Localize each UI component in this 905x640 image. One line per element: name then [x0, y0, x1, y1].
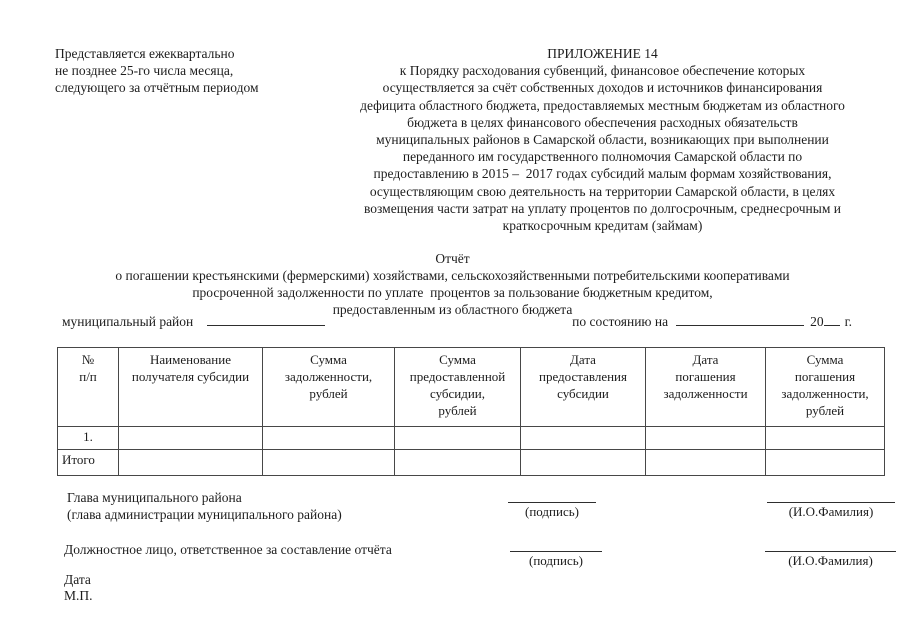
table-header-row: № п/п Наименование получателя субсидии С… — [57, 347, 885, 427]
signature-line-official: (подпись) — [510, 551, 602, 568]
date-label: Дата — [64, 572, 91, 587]
district-fill-line — [207, 314, 326, 326]
table-cell — [520, 426, 646, 450]
table-cell — [645, 426, 766, 450]
table-cell — [520, 449, 646, 476]
appendix-header: ПРИЛОЖЕНИЕ 14 к Порядку расходования суб… — [305, 45, 900, 234]
totals-label-cell: Итого — [57, 449, 119, 476]
name-line-official: (И.О.Фамилия) — [765, 551, 896, 568]
table-totals-row: Итого — [57, 449, 885, 476]
table-cell — [765, 449, 885, 476]
district-row: муниципальный район по состоянию на 20 г. — [62, 313, 852, 330]
table-cell — [394, 426, 521, 450]
appendix-title: ПРИЛОЖЕНИЕ 14 — [547, 46, 658, 61]
col-header-repayment-sum: Сумма погашения задолженности, рублей — [765, 347, 885, 427]
year-prefix: 20 — [810, 314, 824, 329]
table-cell — [118, 426, 263, 450]
appendix-text: к Порядку расходования субвенций, финанс… — [360, 63, 845, 234]
table-cell — [118, 449, 263, 476]
col-header-recipient: Наименование получателя субсидии — [118, 347, 263, 427]
table-row: 1. — [57, 426, 885, 450]
col-header-num: № п/п — [57, 347, 119, 427]
responsible-official-label: Должностное лицо, ответственное за соста… — [64, 542, 392, 557]
year-suffix: г. — [844, 314, 852, 329]
report-table: № п/п Наименование получателя субсидии С… — [57, 347, 885, 476]
row-number-cell: 1. — [57, 426, 119, 450]
col-header-debt-sum: Сумма задолженности, рублей — [262, 347, 395, 427]
year-fill-line — [823, 314, 840, 326]
submission-note: Представляется ежеквартально не позднее … — [55, 46, 259, 95]
col-header-repayment-date: Дата погашения задолженности — [645, 347, 766, 427]
table-cell — [262, 449, 395, 476]
report-title: Отчёт о погашении крестьянскими (фермерс… — [115, 251, 790, 317]
table-cell — [765, 426, 885, 450]
as-of-date-line — [676, 314, 805, 326]
signature-line-head: (подпись) — [508, 502, 596, 519]
table-cell — [262, 426, 395, 450]
col-header-subsidy-sum: Сумма предоставленной субсидии, рублей — [394, 347, 521, 427]
district-group: муниципальный район — [62, 313, 326, 330]
col-header-subsidy-date: Дата предоставления субсидии — [520, 347, 646, 427]
head-of-district-label: Глава муниципального района (глава админ… — [67, 490, 342, 522]
seal-label: М.П. — [64, 588, 93, 603]
table-cell — [394, 449, 521, 476]
as-of-group: по состоянию на 20 г. — [572, 313, 852, 330]
district-label: муниципальный район — [62, 314, 194, 329]
as-of-label: по состоянию на — [572, 314, 669, 329]
table-cell — [645, 449, 766, 476]
name-line-head: (И.О.Фамилия) — [767, 502, 895, 519]
